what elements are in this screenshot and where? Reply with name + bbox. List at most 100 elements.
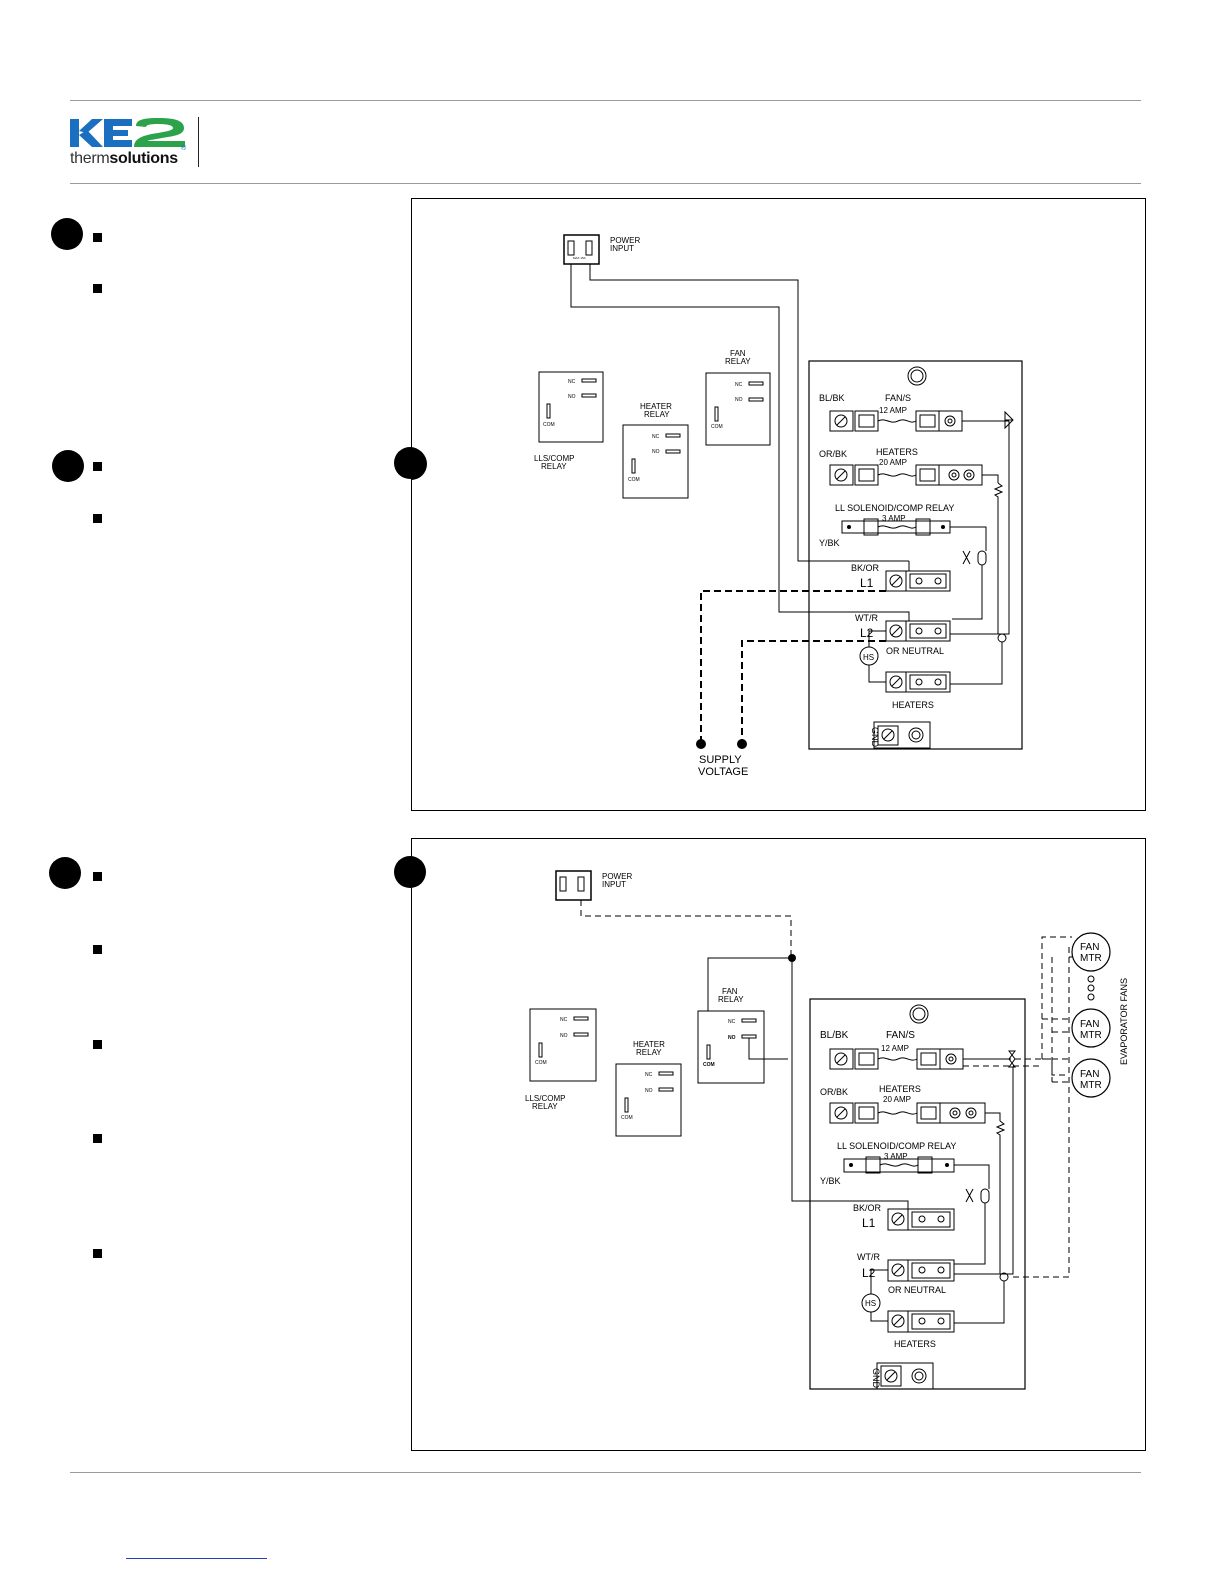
step-marker-1 <box>51 218 83 250</box>
supply-wire-l1 <box>700 590 886 744</box>
heaters-header-label: HEATERS <box>879 1084 921 1094</box>
svg-text:MTR: MTR <box>1080 1030 1102 1041</box>
heater-relay: NC NO COM <box>615 1063 682 1137</box>
continuation-dot <box>1087 993 1095 1001</box>
logo-word-therm: therm <box>70 150 110 167</box>
step-marker-3 <box>49 857 81 889</box>
heaters-header-label: HEATERS <box>876 447 918 457</box>
bullet <box>93 1249 102 1258</box>
plug-rating-text: MAX 15A <box>573 256 586 260</box>
or-bk-label: OR/BK <box>819 449 847 459</box>
heaters-bottom-label: HEATERS <box>894 1339 936 1349</box>
wiring-diagram-2: POWER INPUT NC NO COM LLS/COMP RELAY HEA… <box>411 838 1146 1451</box>
l2-terminal <box>885 620 951 642</box>
lls-relay-label: RELAY <box>541 462 567 471</box>
fan-s-label: FAN/S <box>885 393 911 403</box>
lls-relay-label: LLS/COMP <box>525 1094 565 1103</box>
gnd-label: GND <box>871 1368 881 1389</box>
power-input-label: INPUT <box>602 880 626 889</box>
svg-text:NC: NC <box>735 382 743 388</box>
evaporator-fan-motor-3: FAN MTR <box>1071 1058 1111 1098</box>
bullet <box>93 284 102 293</box>
svg-text:NC: NC <box>645 1072 653 1078</box>
hs-label: HS <box>865 1299 876 1308</box>
l1-terminal <box>887 1208 955 1231</box>
svg-text:NO: NO <box>568 394 576 400</box>
wire <box>748 1038 788 1060</box>
power-input-plug <box>555 870 592 901</box>
controller-board <box>808 360 1023 750</box>
fan-terminal-row <box>829 410 963 432</box>
logo-registered-mark: ® <box>181 144 187 152</box>
svg-text:COM: COM <box>703 1062 715 1068</box>
ll-solenoid-label: LL SOLENOID/COMP RELAY <box>835 503 954 513</box>
y-bk-label: Y/BK <box>820 1176 841 1186</box>
y-bk-label: Y/BK <box>819 538 840 548</box>
fan-s-label: FAN/S <box>886 1030 915 1041</box>
heater-relay-label: RELAY <box>636 1048 662 1057</box>
svg-text:MTR: MTR <box>1080 953 1102 964</box>
fan-relay-label: RELAY <box>725 357 751 366</box>
svg-text:MTR: MTR <box>1080 1080 1102 1091</box>
amp-20-label: 20 AMP <box>879 458 907 467</box>
bk-or-label: BK/OR <box>853 1203 882 1213</box>
bl-bk-label: BL/BK <box>819 393 845 403</box>
hs-label: HS <box>863 653 874 662</box>
lls-comp-relay: NC NO COM <box>529 1008 597 1082</box>
supply-voltage-label: VOLTAGE <box>698 766 748 778</box>
evaporator-fan-motor-1: FAN MTR <box>1071 932 1111 972</box>
logo-word-solutions: solutions <box>109 150 178 167</box>
wt-r-label: WT/R <box>857 1252 880 1262</box>
step-marker-5 <box>394 856 426 888</box>
wire <box>570 264 892 613</box>
svg-text:FAN: FAN <box>1080 942 1099 953</box>
bk-or-label: BK/OR <box>851 563 880 573</box>
continuation-dot <box>1087 975 1095 983</box>
svg-text:NO: NO <box>735 397 743 403</box>
l1-label: L1 <box>862 1216 876 1230</box>
lls-comp-relay: NC NO COM <box>538 371 604 443</box>
evaporator-fan-motor-2: FAN MTR <box>1071 1008 1111 1048</box>
power-input-label: POWER <box>610 236 640 245</box>
gnd-label: GND <box>870 727 880 748</box>
header-bottom-rule <box>70 183 1141 184</box>
l2-terminal <box>887 1259 955 1282</box>
bullet <box>93 233 102 242</box>
fan-relay-label: RELAY <box>718 995 744 1004</box>
step-marker-4 <box>394 447 426 479</box>
supply-wire-l2 <box>741 640 886 744</box>
wire <box>580 900 792 957</box>
amp-20-label: 20 AMP <box>883 1095 911 1104</box>
fan-relay: NC NO COM <box>697 1010 765 1084</box>
footer-link-underline[interactable] <box>126 1558 267 1559</box>
amp-3-label: 3 AMP <box>884 1152 908 1161</box>
amp-3-label: 3 AMP <box>882 514 906 523</box>
ll-solenoid-label: LL SOLENOID/COMP RELAY <box>837 1141 956 1151</box>
l2-label: L2 <box>862 1266 876 1280</box>
heater-terminal-row <box>829 464 983 486</box>
svg-text:COM: COM <box>621 1115 633 1121</box>
wt-r-label: WT/R <box>855 613 878 623</box>
svg-text:COM: COM <box>711 424 723 430</box>
bullet <box>93 462 102 471</box>
fan-relay-label: FAN <box>722 987 738 996</box>
logo-mark-graphic: ® <box>70 118 187 152</box>
footer-rule <box>70 1472 1141 1473</box>
svg-text:COM: COM <box>628 477 640 483</box>
svg-text:FAN: FAN <box>1080 1019 1099 1030</box>
or-neutral-label: OR NEUTRAL <box>886 646 944 656</box>
svg-text:NC: NC <box>652 434 660 440</box>
l1-label: L1 <box>860 576 874 590</box>
power-input-plug: MAX 15A <box>563 234 600 265</box>
amp-12-label: 12 AMP <box>879 406 907 415</box>
heater-relay-label: RELAY <box>644 410 670 419</box>
wire <box>707 957 792 1011</box>
bullet <box>93 1040 102 1049</box>
lls-relay-label: LLS/COMP <box>534 454 574 463</box>
bullet <box>93 1134 102 1143</box>
heater-relay-label: HEATER <box>640 402 672 411</box>
gnd-terminal <box>876 1362 934 1390</box>
or-bk-label: OR/BK <box>820 1087 848 1097</box>
heater-relay-label: HEATER <box>633 1040 665 1049</box>
svg-text:NC: NC <box>560 1017 568 1023</box>
